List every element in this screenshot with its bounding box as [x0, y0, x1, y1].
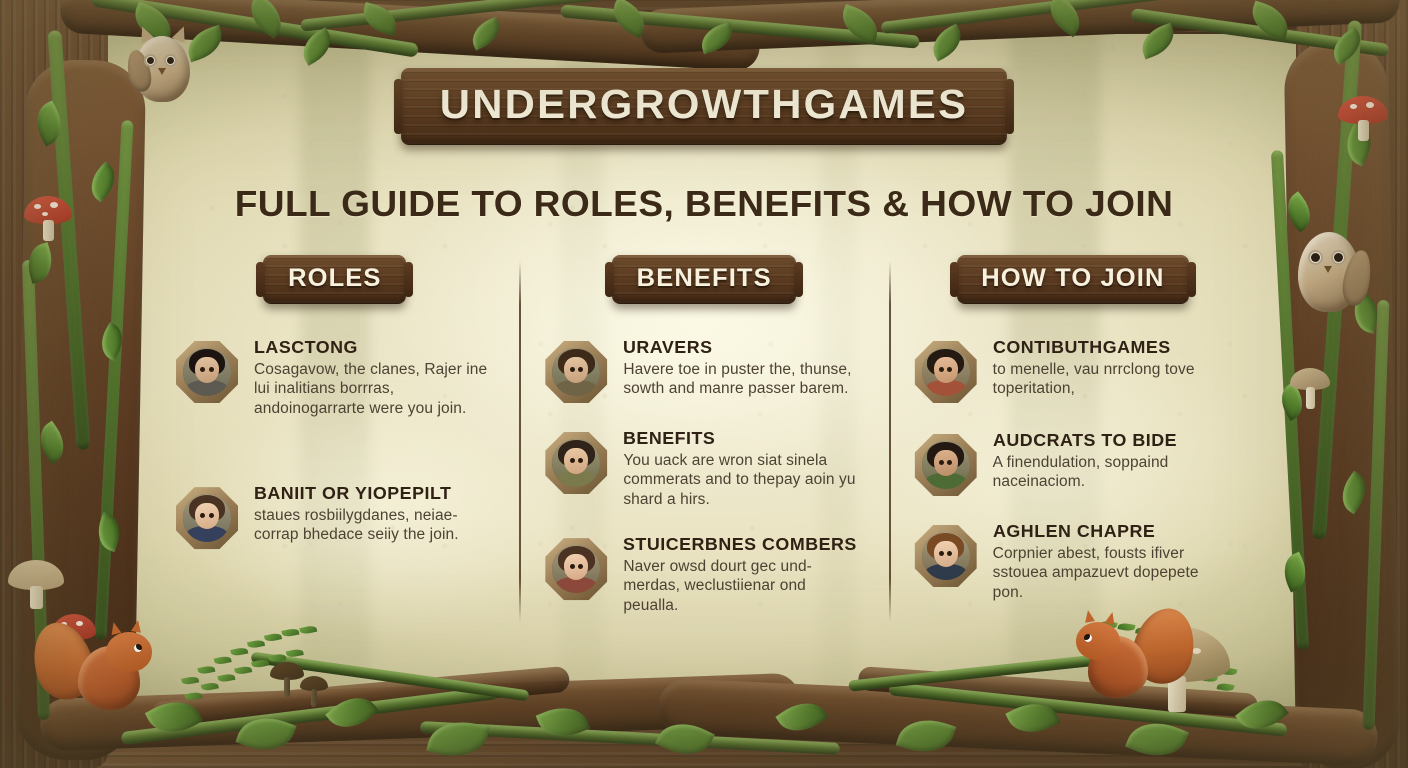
- avatar-medallion: [545, 432, 608, 494]
- entry-description: A finendulation, soppaind naceinaciom.: [992, 453, 1169, 491]
- list-item[interactable]: STUICERBNES COMBERS Naver owsd dourt gec…: [545, 535, 862, 615]
- infographic-content: UNDERGROWTHGAMES FULL GUIDE TO ROLES, BE…: [150, 40, 1258, 708]
- column-roles-header: ROLES: [176, 255, 493, 304]
- avatar-medallion: [176, 487, 238, 550]
- entry-description: You uack are wron siat sinela commerats …: [623, 451, 856, 508]
- avatar-medallion: [545, 538, 608, 601]
- column-heading: BENEFITS: [636, 264, 772, 292]
- brand-title: UNDERGROWTHGAMES: [439, 81, 969, 127]
- list-item[interactable]: AGHLEN CHAPRE Corpnier abest, fousts ifi…: [914, 521, 1232, 602]
- list-item[interactable]: BENEFITS You uack are wron siat sinela c…: [545, 428, 862, 509]
- avatar-medallion: [914, 341, 977, 403]
- brand-title-sign: UNDERGROWTHGAMES: [393, 68, 1015, 145]
- entry-description: Cosagavow, the clanes, Rajer ine lui ina…: [254, 360, 488, 417]
- list-item[interactable]: URAVERS Havere toe in puster the, thunse…: [545, 337, 862, 403]
- list-item[interactable]: BANiit or yiopepilt staues rosbiilygdane…: [176, 484, 493, 550]
- avatar-medallion: [176, 341, 238, 403]
- column-how-to-join: HOW TO JOIN CONTIBUTHG: [888, 255, 1258, 708]
- entry-name: URAVERS: [623, 337, 713, 357]
- column-benefits-header: BENEFITS: [545, 255, 862, 304]
- columns-container: ROLES LASCTONG: [150, 255, 1258, 708]
- entry-description: staues rosbiilygdanes, neiae-corrap bhed…: [254, 506, 459, 544]
- entry-name: LASCTONG: [254, 337, 358, 357]
- entry-name: CONTIBUTHGAMES: [992, 337, 1171, 357]
- column-heading: HOW TO JOIN: [981, 264, 1165, 292]
- entry-description: Naver owsd dourt gec und-merdas, weclust…: [623, 557, 812, 614]
- entry-name: AGHLEN CHAPRE: [992, 521, 1155, 541]
- list-item[interactable]: CONTIBUTHGAMES to menelle, vau nrrclong …: [914, 337, 1232, 403]
- column-heading: ROLES: [287, 264, 382, 292]
- entry-name: AUDCRATS TO BIDE: [992, 430, 1177, 450]
- avatar-medallion: [914, 434, 977, 496]
- entry-name: BENEFITS: [623, 428, 716, 448]
- entry-name: STUICERBNES COMBERS: [623, 534, 858, 555]
- entry-description: to menelle, vau nrrclong tove toperitati…: [992, 360, 1195, 398]
- entry-name: BANiit or yiopepilt: [254, 483, 452, 504]
- entry-description: Corpnier abest, fousts ifiver sstouea am…: [992, 544, 1199, 601]
- column-roles: ROLES LASCTONG: [150, 255, 519, 708]
- list-item[interactable]: LASCTONG Cosagavow, the clanes, Rajer in…: [176, 337, 493, 418]
- avatar-medallion: [545, 341, 608, 403]
- avatar-medallion: [914, 525, 977, 587]
- column-how-to-join-header: HOW TO JOIN: [915, 255, 1232, 304]
- entry-description: Havere toe in puster the, thunse, sowth …: [623, 360, 852, 398]
- column-benefits: BENEFITS URAVERS: [519, 255, 888, 708]
- page-subtitle: FULL GUIDE TO ROLES, BENEFITS & HOW TO J…: [234, 183, 1174, 224]
- list-item[interactable]: AUDCRATS TO BIDE A finendulation, soppai…: [914, 430, 1232, 496]
